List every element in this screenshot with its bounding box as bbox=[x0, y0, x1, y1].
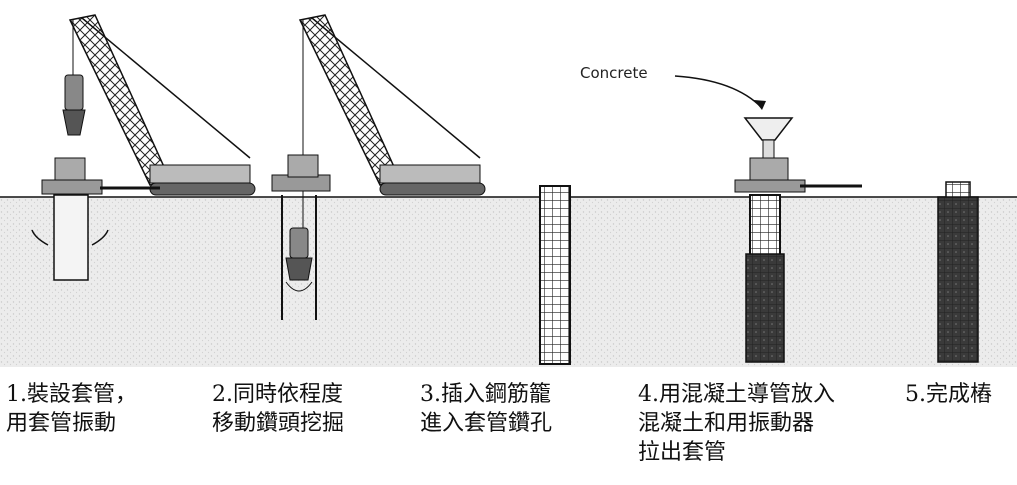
caption-line: 2.同時依程度 bbox=[212, 382, 343, 407]
caption-line: 4.用混凝土導管放入 bbox=[638, 382, 835, 407]
step-2-caption: 2.同時依程度 移動鑽頭挖掘 bbox=[212, 380, 344, 438]
casing-pipe bbox=[53, 194, 89, 281]
step-5-illustration bbox=[937, 181, 979, 363]
completed-pile bbox=[937, 196, 979, 363]
step-2-illustration bbox=[271, 14, 486, 320]
rebar-cage-upper bbox=[749, 194, 781, 256]
vibration-arrow-left bbox=[31, 229, 49, 246]
caption-line: 混凝土和用振動器 bbox=[638, 411, 815, 436]
vibrator-rig bbox=[734, 157, 862, 193]
drill-head bbox=[285, 227, 313, 292]
vibro-hammer bbox=[62, 74, 86, 136]
crane-body bbox=[271, 154, 486, 196]
step-1-caption: 1.裝設套管， 用套管振動 bbox=[6, 380, 137, 438]
caption-line: 進入套管鑽孔 bbox=[420, 411, 553, 436]
rebar-stub bbox=[945, 181, 971, 199]
caption-line: 拉出套管 bbox=[638, 440, 727, 465]
vibration-arrow-right bbox=[91, 229, 109, 246]
crane-body bbox=[41, 157, 256, 196]
step-3-illustration bbox=[539, 185, 571, 365]
concrete-fill bbox=[745, 253, 785, 363]
step-1-illustration bbox=[31, 14, 256, 281]
step-4-caption: 4.用混凝土導管放入 混凝土和用振動器 拉出套管 bbox=[638, 380, 835, 467]
caption-line: 1.裝設套管， bbox=[6, 382, 137, 407]
concrete-label: Concrete bbox=[580, 64, 648, 82]
soil-ground bbox=[0, 197, 1017, 367]
rebar-cage bbox=[539, 185, 571, 365]
caption-line: 用套管振動 bbox=[6, 411, 117, 436]
concrete-hopper bbox=[743, 117, 794, 161]
caption-line: 移動鑽頭挖掘 bbox=[212, 411, 345, 436]
step-5-caption: 5.完成樁 bbox=[905, 380, 992, 409]
step-4-illustration: Concrete bbox=[580, 64, 862, 363]
concrete-arrow bbox=[674, 75, 763, 109]
caption-line: 3.插入鋼筋籠 bbox=[420, 382, 551, 407]
caption-line: 5.完成樁 bbox=[905, 382, 992, 407]
step-3-caption: 3.插入鋼筋籠 進入套管鑽孔 bbox=[420, 380, 552, 438]
